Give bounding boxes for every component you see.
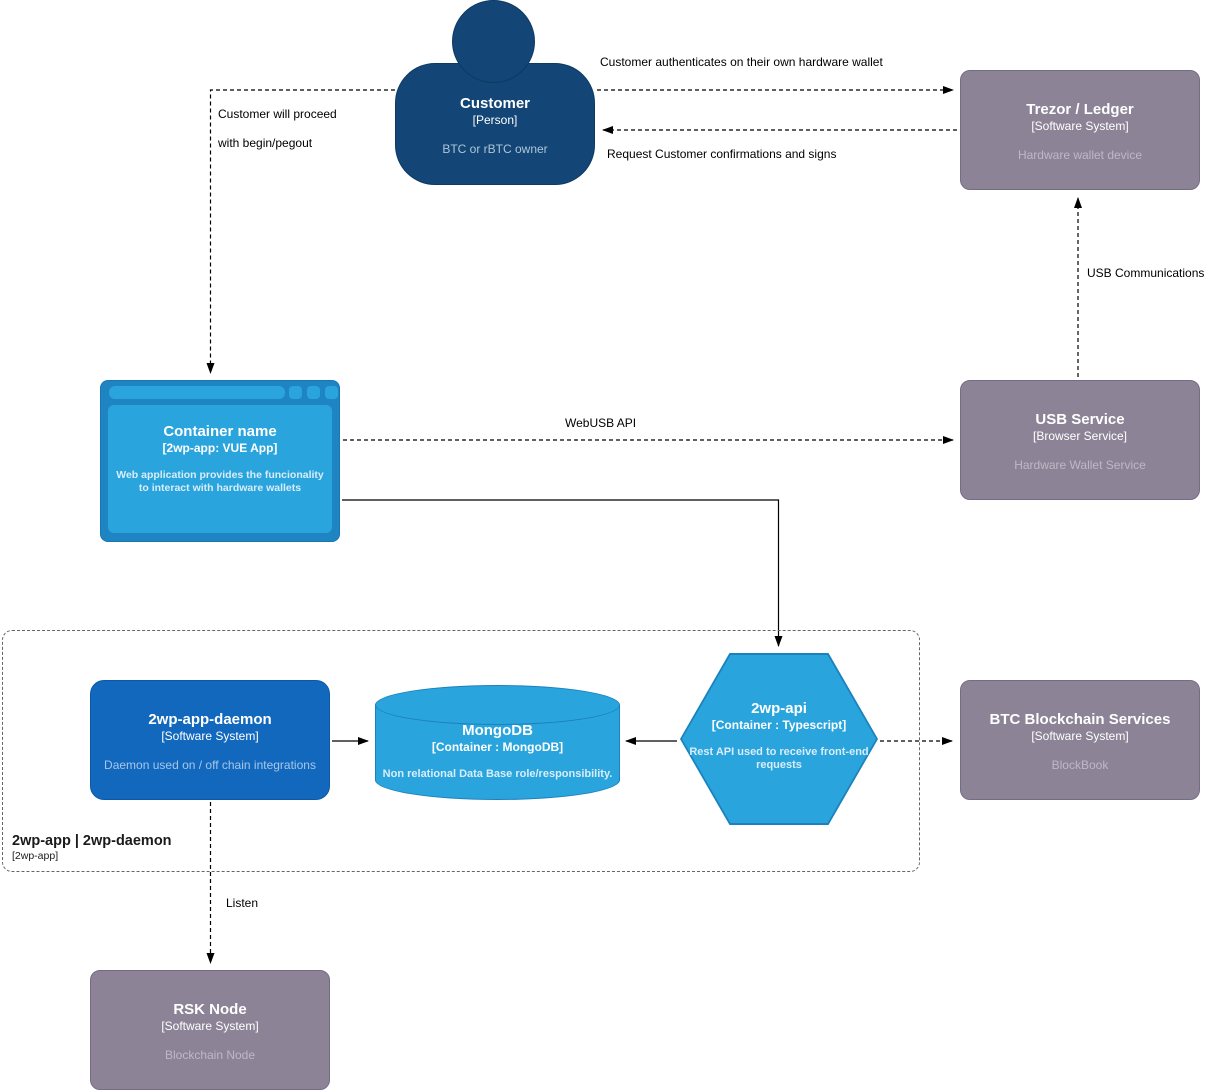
node-usb-service: USB Service [Browser Service] Hardware W… — [960, 380, 1200, 500]
trezor-type: [Software System] — [1031, 119, 1129, 133]
person-head-icon — [452, 0, 535, 83]
edge-webapp-to-api — [342, 499, 783, 647]
mongodb-type: [Container : MongoDB] — [431, 740, 564, 754]
rsk-type: [Software System] — [161, 1019, 259, 1033]
webapp-desc: Web application provides the funcionalit… — [116, 469, 324, 494]
node-webapp-container: Container name [2wp-app: VUE App] Web ap… — [100, 380, 340, 542]
node-rsk: RSK Node [Software System] Blockchain No… — [90, 970, 330, 1090]
mongodb-desc: Non relational Data Base role/responsibi… — [382, 768, 613, 780]
rsk-title: RSK Node — [173, 1001, 247, 1018]
daemon-type: [Software System] — [161, 729, 259, 743]
btc-title: BTC Blockchain Services — [989, 711, 1171, 728]
customer-type: [Person] — [472, 113, 518, 127]
browser-button-icon — [307, 386, 320, 399]
webapp-type: [2wp-app: VUE App] — [162, 441, 278, 455]
edge-customer-proceed — [206, 89, 395, 374]
api-title: 2wp-api — [751, 700, 807, 717]
label-usb-comm: USB Communications — [1087, 266, 1205, 280]
browser-button-icon — [289, 386, 302, 399]
node-btc-services: BTC Blockchain Services [Software System… — [960, 680, 1200, 800]
btc-type: [Software System] — [1031, 729, 1129, 743]
api-text: 2wp-api [Container : Typescript] Rest AP… — [680, 653, 878, 825]
rsk-desc: Blockchain Node — [164, 1048, 256, 1062]
daemon-desc: Daemon used on / off chain integrations — [104, 758, 316, 772]
browser-addressbar-icon — [109, 386, 285, 399]
usb-desc: Hardware Wallet Service — [1014, 458, 1146, 472]
api-type: [Container : Typescript] — [711, 718, 847, 732]
label-listen: Listen — [226, 896, 259, 910]
node-api: 2wp-api [Container : Typescript] Rest AP… — [680, 653, 878, 825]
trezor-title: Trezor / Ledger — [1026, 101, 1134, 118]
browser-button-icon — [325, 386, 338, 399]
node-mongodb: MongoDB [Container : MongoDB] Non relati… — [375, 685, 620, 800]
trezor-desc: Hardware wallet device — [1017, 148, 1143, 162]
usb-title: USB Service — [1035, 411, 1125, 428]
node-daemon: 2wp-app-daemon [Software System] Daemon … — [90, 680, 330, 800]
label-proceed-line1: Customer will proceed — [218, 107, 337, 121]
mongodb-text: MongoDB [Container : MongoDB] Non relati… — [375, 685, 620, 800]
btc-desc: BlockBook — [1051, 758, 1109, 772]
customer-title: Customer — [459, 95, 530, 112]
webapp-title: Container name — [163, 423, 277, 440]
cylinder-top-icon — [375, 685, 620, 725]
boundary-label: 2wp-app | 2wp-daemon [2wp-app] — [12, 833, 172, 863]
browser-content-panel: Container name [2wp-app: VUE App] Web ap… — [108, 405, 332, 533]
usb-type: [Browser Service] — [1032, 429, 1128, 443]
label-proceed-line2: with begin/pegout — [218, 136, 313, 150]
boundary-subtitle: [2wp-app] — [12, 850, 59, 862]
node-trezor-ledger: Trezor / Ledger [Software System] Hardwa… — [960, 70, 1200, 190]
label-webusb: WebUSB API — [565, 416, 637, 430]
label-authenticates: Customer authenticates on their own hard… — [600, 55, 883, 69]
daemon-title: 2wp-app-daemon — [148, 711, 272, 728]
boundary-title: 2wp-app | 2wp-daemon — [12, 833, 172, 849]
api-desc: Rest API used to receive front-end reque… — [689, 746, 869, 771]
boundary-2wp-app: 2wp-app | 2wp-daemon [2wp-app] — [2, 630, 920, 872]
label-confirmations: Request Customer confirmations and signs — [607, 147, 837, 161]
node-customer: Customer [Person] BTC or rBTC owner — [395, 63, 595, 185]
mongodb-title: MongoDB — [462, 722, 533, 739]
customer-desc: BTC or rBTC owner — [442, 142, 548, 156]
